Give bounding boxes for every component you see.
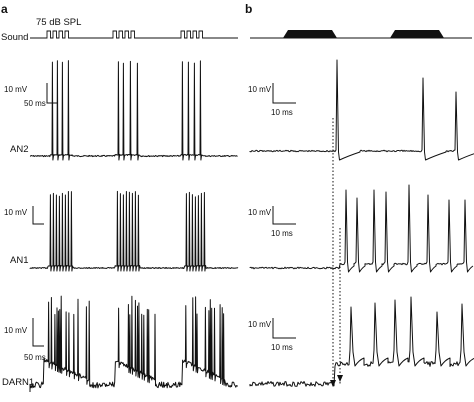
scalebar-a-an1: 10 mV: [4, 206, 44, 225]
latency-arrow-1: [330, 380, 336, 387]
scalebar-b-an1-v: 10 mV: [248, 208, 272, 217]
panel-a-an2-trace: [29, 60, 238, 161]
trace-name-darn1: DARN1: [2, 377, 34, 388]
panel-a-an1-trace: [29, 190, 239, 272]
latency-arrow-2: [337, 375, 343, 382]
scalebar-b-darn1-h: 10 ms: [271, 343, 293, 352]
panel-b-darn1-trace: [249, 296, 474, 387]
latency-markers: [330, 118, 343, 387]
panel-a-stimulus-trace: [30, 30, 238, 39]
scalebar-a-darn1-h: 50 ms: [24, 353, 46, 362]
scalebar-b-an1-h: 10 ms: [271, 229, 293, 238]
trace-name-an2: AN2: [10, 144, 28, 155]
scalebar-a-darn1: 10 mV 50 ms: [4, 318, 46, 362]
panel-b-letter: b: [245, 2, 252, 16]
scalebar-a-an1-v: 10 mV: [4, 208, 28, 217]
trace-name-an1: AN1: [10, 255, 28, 266]
panel-a-darn1-trace: [29, 295, 238, 392]
scalebar-b-darn1: 10 mV 10 ms: [248, 318, 296, 352]
scalebar-a-an2: 10 mV 50 ms: [4, 83, 58, 108]
scalebar-a-darn1-v: 10 mV: [4, 326, 28, 335]
scalebar-a-an2-h: 50 ms: [24, 99, 46, 108]
scalebar-b-an1: 10 mV 10 ms: [248, 206, 296, 238]
panel-a-letter: a: [1, 2, 8, 16]
panel-b-stimulus-pulses: [283, 30, 444, 38]
scalebar-a-an2-v: 10 mV: [4, 85, 28, 94]
scalebar-b-an2-v: 10 mV: [248, 85, 272, 94]
scalebar-b-an2: 10 mV 10 ms: [248, 83, 296, 117]
sound-label: Sound: [1, 32, 28, 43]
panel-b-an1-trace: [249, 184, 474, 273]
scalebar-b-an2-h: 10 ms: [271, 108, 293, 117]
scalebar-b-darn1-v: 10 mV: [248, 320, 272, 329]
panel-b-an2-trace: [249, 59, 474, 161]
stimulus-level-label: 75 dB SPL: [36, 17, 81, 28]
